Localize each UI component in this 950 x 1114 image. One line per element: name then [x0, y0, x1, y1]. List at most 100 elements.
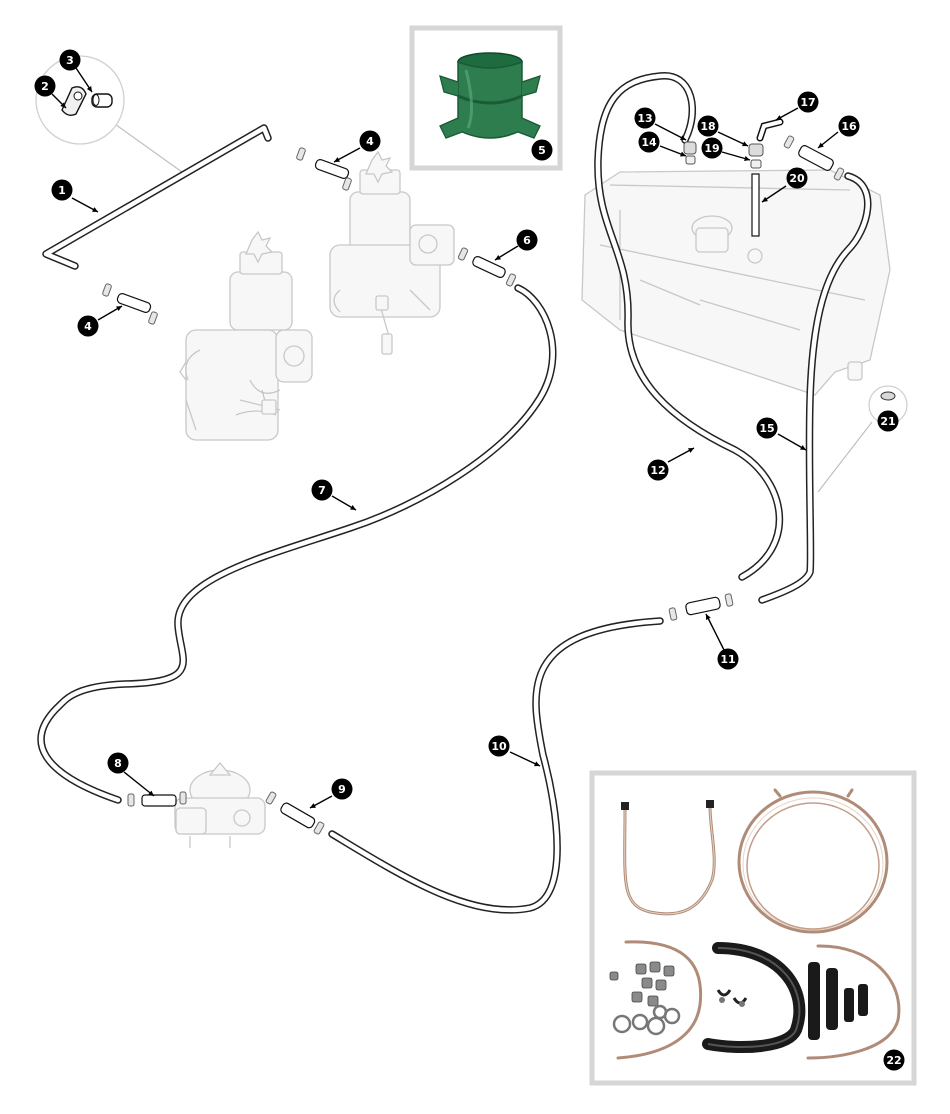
callout-badge [797, 91, 819, 113]
leader-arrowhead [688, 448, 694, 453]
pipe-15[interactable] [758, 172, 872, 604]
leader-line [654, 123, 687, 141]
leader-arrowhead [776, 115, 782, 120]
callout-number: 1 [58, 184, 66, 197]
callout-5[interactable]: 5 [531, 139, 553, 161]
callout-6[interactable]: 6 [494, 229, 538, 261]
leader-arrowhead [742, 141, 748, 147]
callout-10[interactable]: 10 [488, 735, 541, 767]
leader-arrowhead [92, 207, 98, 212]
leader-arrowhead [310, 803, 316, 808]
callout-3[interactable]: 3 [59, 49, 93, 93]
pipe-1[interactable] [42, 124, 272, 270]
callout-badge [77, 315, 99, 337]
fitting-13-14[interactable] [683, 141, 697, 165]
callout-number: 2 [41, 80, 49, 93]
callout-badge [359, 130, 381, 152]
callout-badge [488, 735, 510, 757]
sleeve-11[interactable] [668, 593, 734, 621]
fitting-18-19[interactable] [748, 143, 764, 169]
callout-8[interactable]: 8 [107, 752, 155, 797]
callout-19[interactable]: 19 [701, 137, 751, 162]
leader-arrowhead [818, 142, 824, 148]
callout-badge [883, 1049, 905, 1071]
callout-7[interactable]: 7 [311, 479, 357, 511]
callout-20[interactable]: 20 [761, 167, 808, 203]
pipe-7[interactable] [37, 284, 557, 804]
callout-15[interactable]: 15 [756, 417, 807, 451]
leader-arrowhead [334, 157, 340, 162]
callout-badge [697, 115, 719, 137]
callout-number: 9 [338, 783, 346, 796]
sleeve-4-upper[interactable] [296, 147, 352, 191]
pipe-10[interactable] [328, 617, 664, 914]
sleeve-6[interactable] [457, 247, 517, 287]
leader-arrowhead [800, 445, 806, 450]
elbow-17[interactable] [756, 118, 784, 142]
callout-2[interactable]: 2 [34, 75, 67, 109]
callout-badge [877, 410, 899, 432]
callout-number: 8 [114, 757, 122, 770]
callout-number: 3 [66, 54, 74, 67]
callout-number: 22 [886, 1054, 901, 1067]
callout-number: 14 [641, 136, 657, 149]
pipe-20[interactable] [751, 173, 760, 237]
callout-badge [107, 752, 129, 774]
pipe-kit-image [609, 788, 901, 1060]
callout-12[interactable]: 12 [647, 447, 695, 481]
leader-line [705, 613, 725, 651]
callout-badge [786, 167, 808, 189]
callout-number: 18 [700, 120, 715, 133]
sleeve-4-lower[interactable] [102, 283, 158, 325]
callout-badge [701, 137, 723, 159]
leader-arrowhead [534, 761, 540, 767]
callout-number: 4 [366, 135, 374, 148]
callout-number: 10 [491, 740, 507, 753]
callout-1[interactable]: 1 [51, 179, 99, 213]
callout-number: 7 [318, 484, 326, 497]
callout-badge [647, 459, 669, 481]
callout-18[interactable]: 18 [697, 115, 749, 147]
callout-number: 21 [880, 415, 895, 428]
callout-11[interactable]: 11 [705, 613, 739, 670]
inset-hose-clip [409, 25, 563, 171]
callout-9[interactable]: 9 [309, 778, 353, 809]
callout-badge [34, 75, 56, 97]
leader-arrowhead [762, 196, 768, 202]
callout-badge [51, 179, 73, 201]
callout-number: 15 [759, 422, 774, 435]
fuel-pump-ghost [174, 761, 266, 848]
leader-line [123, 771, 155, 797]
callout-badge [717, 648, 739, 670]
pipe-12[interactable] [594, 72, 784, 581]
callout-14[interactable]: 14 [638, 131, 687, 157]
leader-arrowhead [744, 156, 750, 162]
callout-number: 11 [720, 653, 735, 666]
callout-4b[interactable]: 4 [77, 305, 123, 337]
callout-number: 12 [650, 464, 665, 477]
callout-22[interactable]: 22 [883, 1049, 905, 1071]
sleeve-8[interactable] [127, 791, 187, 807]
sleeve-9[interactable] [265, 791, 325, 835]
leader-arrowhead [116, 306, 122, 311]
callout-badge [634, 107, 656, 129]
leader-line [509, 751, 541, 767]
callout-21[interactable]: 21 [877, 410, 899, 432]
leader-arrowhead [495, 254, 501, 260]
callout-badge [59, 49, 81, 71]
callout-4a[interactable]: 4 [333, 130, 381, 163]
connector-line [111, 121, 183, 173]
leader-arrowhead [680, 135, 686, 140]
hose-clip-image [439, 52, 541, 139]
callout-number: 17 [800, 96, 815, 109]
leader-line [717, 131, 749, 147]
callout-17[interactable]: 17 [775, 91, 819, 121]
callout-16[interactable]: 16 [817, 115, 860, 149]
callout-number: 19 [704, 142, 719, 155]
sleeve-16[interactable] [783, 135, 845, 181]
leader-arrowhead [86, 86, 92, 92]
callout-badge [331, 778, 353, 800]
callout-number: 20 [789, 172, 805, 185]
callout-13[interactable]: 13 [634, 107, 687, 141]
